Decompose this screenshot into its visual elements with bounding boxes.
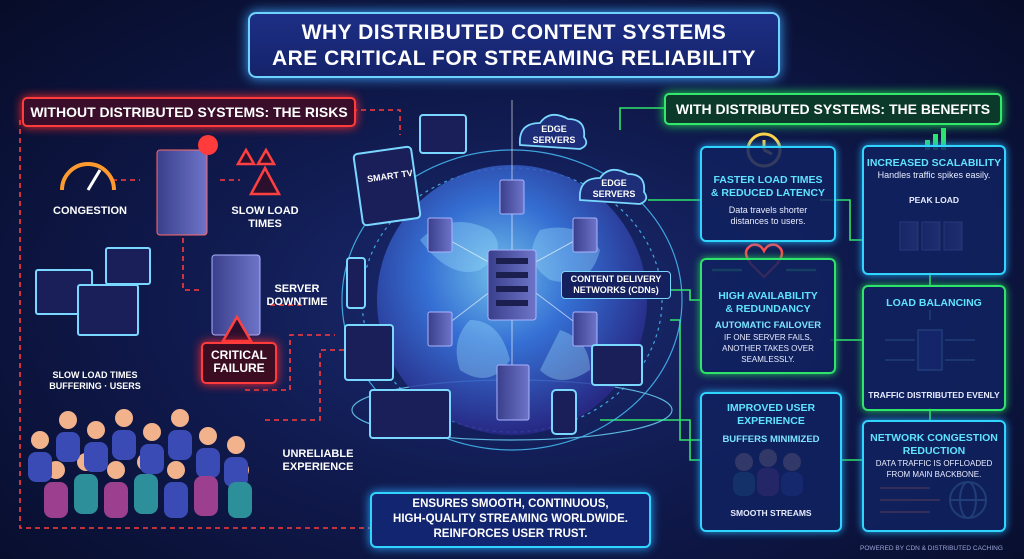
balancing-title: LOAD BALANCING (886, 297, 982, 309)
ux-title-2: EXPERIENCE (737, 415, 805, 427)
congestion-title-1: NETWORK CONGESTION (870, 432, 998, 444)
edge-servers-label-1: EDGE SERVERS (526, 124, 582, 146)
server-downtime-line-2: DOWNTIME (266, 296, 328, 308)
user-experience-card: IMPROVED USER EXPERIENCE BUFFERS MINIMIZ… (700, 392, 842, 532)
ux-title-1: IMPROVED USER (726, 402, 816, 414)
speedometer-icon (60, 162, 116, 191)
warning-icons (198, 135, 282, 343)
users-slow-line-2: BUFFERING · USERS (49, 381, 141, 391)
congestion-reduction-card: NETWORK CONGESTION REDUCTION DATA TRAFFI… (862, 420, 1006, 532)
slow-load-line-2: TIMES (248, 218, 282, 230)
slow-load-line-1: SLOW LOAD (231, 205, 299, 217)
benefits-header: WITH DISTRIBUTED SYSTEMS: THE BENEFITS (664, 93, 1002, 125)
failover-label: AUTOMATIC FAILOVER (714, 320, 822, 331)
availability-card: HIGH AVAILABILITY & REDUNDANCY AUTOMATIC… (700, 258, 836, 374)
server-downtime-label: SERVER DOWNTIME (262, 283, 332, 309)
footer-credit: POWERED BY CDN & DISTRIBUTED CACHING (860, 545, 1003, 552)
congestion-title-2: REDUCTION (902, 445, 966, 457)
critical-line-1: CRITICAL (211, 348, 267, 362)
load-balancing-card: LOAD BALANCING TRAFFIC DISTRIBUTED EVENL… (862, 285, 1006, 411)
server-stack-icons (156, 149, 963, 421)
edge2-line-2: SERVERS (592, 189, 636, 199)
slow-load-label: SLOW LOAD TIMES (230, 205, 300, 231)
scalability-title: INCREASED SCALABILITY (866, 157, 1002, 169)
faster-load-card: FASTER LOAD TIMES & REDUCED LATENCY Data… (700, 146, 836, 242)
unreliable-label: UNRELIABLE EXPERIENCE (275, 448, 361, 474)
critical-failure-box: CRITICAL FAILURE (201, 342, 277, 384)
edge2-line-1: EDGE (601, 178, 627, 188)
scalability-card: INCREASED SCALABILITY Handles traffic sp… (862, 145, 1006, 275)
congestion-label: CONGESTION (53, 205, 127, 217)
availability-title-2: & REDUNDANCY (725, 303, 811, 315)
faster-title-1: FASTER LOAD TIMES (713, 174, 823, 186)
buffers-minimized-label: BUFFERS MINIMIZED (722, 434, 820, 445)
faster-sub-1: Data travels shorter (728, 205, 808, 215)
cdn-line-2: NETWORKS (CDNs) (573, 285, 659, 295)
summary-line-3: REINFORCES USER TRUST. (433, 528, 588, 540)
smooth-streams-label: SMOOTH STREAMS (730, 508, 812, 518)
edge1-line-2: SERVERS (532, 135, 576, 145)
unreliable-line-2: EXPERIENCE (282, 461, 354, 473)
faster-sub-2: distances to users. (730, 216, 806, 226)
congestion-sub-2: FROM MAIN BACKBONE. (886, 470, 982, 479)
cdn-line-1: CONTENT DELIVERY (570, 274, 662, 284)
availability-sub-1: IF ONE SERVER FAILS, (724, 333, 812, 342)
cdn-label: CONTENT DELIVERY NETWORKS (CDNs) (561, 271, 671, 299)
availability-sub-3: SEAMLESSLY. (741, 355, 795, 364)
users-slow-label: SLOW LOAD TIMES BUFFERING · USERS (40, 370, 150, 392)
title-line-2: ARE CRITICAL FOR STREAMING RELIABILITY (271, 47, 757, 70)
risks-header: WITHOUT DISTRIBUTED SYSTEMS: THE RISKS (22, 97, 356, 127)
title-banner: WHY DISTRIBUTED CONTENT SYSTEMS ARE CRIT… (248, 12, 780, 78)
summary-line-1: ENSURES SMOOTH, CONTINUOUS, (412, 498, 609, 510)
unreliable-line-1: UNRELIABLE (282, 448, 354, 460)
summary-line-2: HIGH-QUALITY STREAMING WORLDWIDE. (393, 513, 628, 525)
scalability-sub: Handles traffic spikes easily. (877, 170, 991, 180)
cloud-icons (518, 113, 648, 205)
summary-box: ENSURES SMOOTH, CONTINUOUS, HIGH-QUALITY… (370, 492, 651, 548)
edge-servers-label-2: EDGE SERVERS (586, 178, 642, 200)
availability-title-1: HIGH AVAILABILITY (718, 290, 818, 302)
congestion-sub-1: DATA TRAFFIC IS OFFLOADED (875, 459, 993, 468)
balancing-sub: TRAFFIC DISTRIBUTED EVENLY (868, 390, 1000, 400)
risk-connectors (19, 109, 401, 529)
users-crowd (28, 409, 252, 518)
title-line-1: WHY DISTRIBUTED CONTENT SYSTEMS (301, 21, 727, 44)
server-downtime-line-1: SERVER (274, 283, 320, 295)
edge1-line-1: EDGE (541, 124, 567, 134)
faster-title-2: & REDUCED LATENCY (710, 187, 826, 199)
device-icons (35, 114, 643, 439)
peak-load-label: PEAK LOAD (908, 195, 960, 205)
critical-line-2: FAILURE (213, 361, 265, 375)
availability-sub-2: ANOTHER TAKES OVER (722, 344, 814, 353)
users-slow-line-1: SLOW LOAD TIMES (52, 370, 138, 380)
